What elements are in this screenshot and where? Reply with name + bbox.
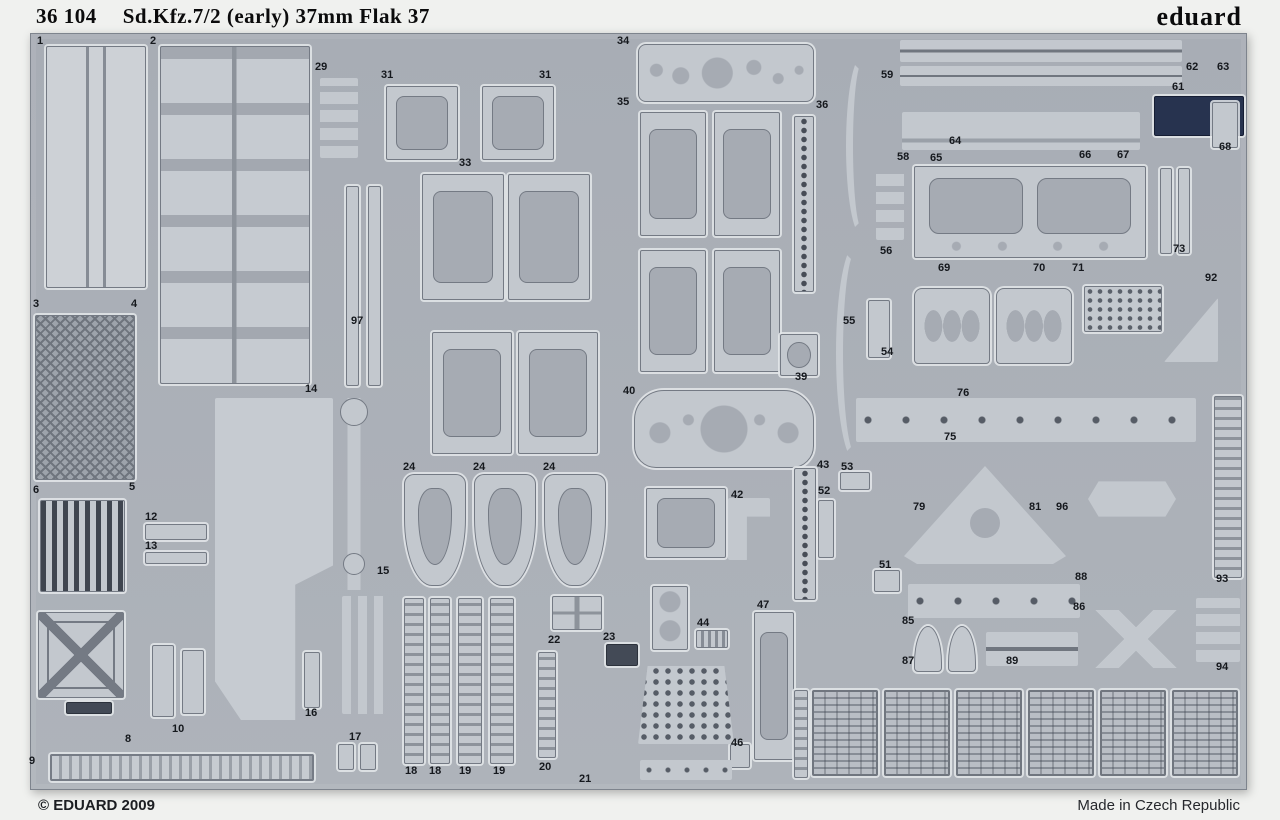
footer: © EDUARD 2009 Made in Czech Republic: [0, 790, 1280, 820]
title-block: 36 104 Sd.Kfz.7/2 (early) 37mm Flak 37: [36, 4, 430, 29]
fret-sheet: [30, 33, 1247, 790]
product-title: Sd.Kfz.7/2 (early) 37mm Flak 37: [122, 4, 430, 28]
header: 36 104 Sd.Kfz.7/2 (early) 37mm Flak 37 ed…: [0, 0, 1280, 33]
brand-logo: eduard: [1156, 2, 1242, 31]
copyright-text: © EDUARD 2009: [38, 797, 155, 814]
origin-text: Made in Czech Republic: [1077, 797, 1240, 814]
catalog-number: 36 104: [36, 4, 97, 28]
